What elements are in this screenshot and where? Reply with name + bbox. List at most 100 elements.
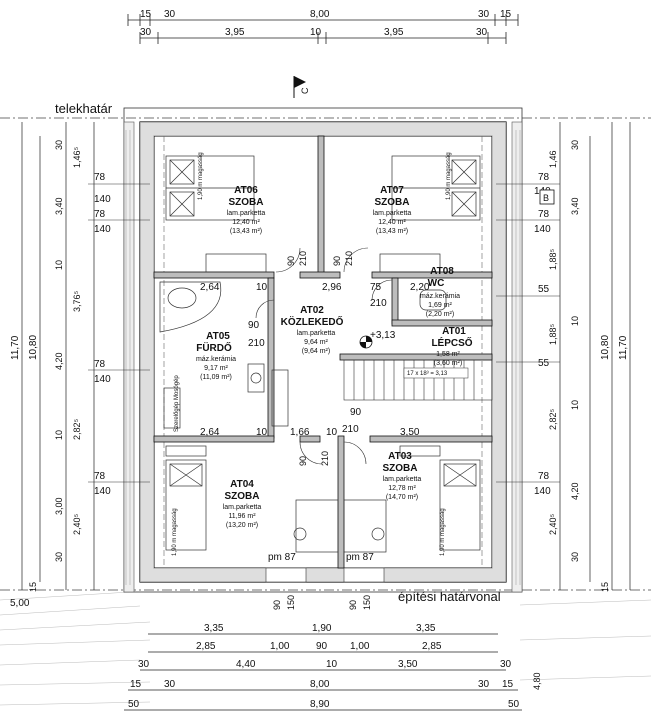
svg-text:11,96 m²: 11,96 m² <box>228 513 256 520</box>
svg-text:1,46: 1,46 <box>548 150 558 168</box>
svg-text:SZOBA: SZOBA <box>229 197 264 208</box>
left-window-leaders <box>88 183 150 483</box>
right-chain: 30 1,46 3,40 1,88⁵ 10 1,88⁵ 10 2,82⁵ 4,2… <box>548 140 610 592</box>
room-AT03: AT03 SZOBA lam.parketta 12,78 m² (14,70 … <box>383 451 422 501</box>
dim-top1-b: 30 <box>164 9 176 20</box>
svg-text:1,00: 1,00 <box>270 641 290 652</box>
svg-text:AT06: AT06 <box>234 185 258 196</box>
svg-text:KÖZLEKEDŐ: KÖZLEKEDŐ <box>281 315 344 328</box>
stair-note: 17 x 18³ = 3,13 <box>407 371 448 377</box>
stairs <box>343 359 493 401</box>
svg-text:1,90: 1,90 <box>312 623 332 634</box>
bottom-chain-1: 3,35 1,90 3,35 <box>204 623 436 634</box>
section-marker <box>539 189 555 205</box>
svg-text:4,20: 4,20 <box>570 482 580 500</box>
dim-top1-c: 8,00 <box>310 9 330 20</box>
svg-text:15: 15 <box>130 679 142 690</box>
svg-text:15: 15 <box>28 582 38 592</box>
dim-top1-d: 30 <box>478 9 490 20</box>
svg-text:(2,20 m²): (2,20 m²) <box>426 311 454 318</box>
room-AT07: AT07 SZOBA lam.parketta 12,40 m² (13,43 … <box>373 185 412 235</box>
svg-text:30: 30 <box>478 679 490 690</box>
svg-text:2,64: 2,64 <box>200 427 220 438</box>
svg-text:máz.kerámia: máz.kerámia <box>420 293 460 300</box>
interior-vertical-dims: 90 210 90 210 90 210 90 150 90 150 <box>272 251 372 610</box>
svg-text:78: 78 <box>94 471 106 482</box>
svg-text:(3,60 m²): (3,60 m²) <box>434 360 462 367</box>
svg-text:10: 10 <box>256 282 268 293</box>
top-dimension-chain-1 <box>127 14 519 26</box>
svg-text:2,20: 2,20 <box>410 282 430 293</box>
svg-text:90: 90 <box>332 256 342 266</box>
svg-text:lam.parketta: lam.parketta <box>227 210 266 217</box>
furniture-note: Szerelőgép Mosógép <box>174 375 180 432</box>
svg-text:1,69 m²: 1,69 m² <box>428 302 452 309</box>
svg-text:1,58 m²: 1,58 m² <box>436 351 460 358</box>
svg-text:4,40: 4,40 <box>236 659 256 670</box>
svg-text:50: 50 <box>508 699 520 710</box>
room-AT08: AT08 WC máz.kerámia 1,69 m² (2,20 m²) <box>420 266 460 318</box>
svg-text:78: 78 <box>94 359 106 370</box>
svg-text:1,66: 1,66 <box>290 427 310 438</box>
svg-text:78: 78 <box>538 471 550 482</box>
svg-text:2,40⁵: 2,40⁵ <box>72 513 82 535</box>
svg-text:(13,43 m²): (13,43 m²) <box>376 228 408 235</box>
dim-top2-c: 10 <box>310 27 322 38</box>
dim-top1-a: 15 <box>140 9 152 20</box>
bottom-chain-2: 2,85 1,00 90 1,00 2,85 <box>196 641 442 652</box>
svg-text:10: 10 <box>326 659 338 670</box>
svg-text:2,85: 2,85 <box>196 641 216 652</box>
dim-top2-a: 30 <box>140 27 152 38</box>
svg-text:AT03: AT03 <box>388 451 412 462</box>
svg-text:1,46⁵: 1,46⁵ <box>72 146 82 168</box>
room-AT06: AT06 SZOBA lam.parketta 12,40 m² (13,43 … <box>227 185 266 235</box>
eave-right <box>511 121 523 593</box>
svg-text:55: 55 <box>538 358 550 369</box>
level-label: +3,13 <box>370 330 396 341</box>
svg-text:210: 210 <box>370 298 387 309</box>
svg-text:140: 140 <box>94 194 111 205</box>
svg-text:12,40 m²: 12,40 m² <box>378 219 406 226</box>
svg-text:lam.parketta: lam.parketta <box>223 504 262 511</box>
svg-text:lam.parketta: lam.parketta <box>297 330 336 337</box>
svg-text:3,40: 3,40 <box>54 197 64 215</box>
svg-text:AT02: AT02 <box>300 305 324 316</box>
right-dim-lines <box>559 122 631 590</box>
level-marker <box>359 335 373 349</box>
svg-text:30: 30 <box>54 140 64 150</box>
svg-text:10: 10 <box>326 427 338 438</box>
svg-text:2,96: 2,96 <box>322 282 342 293</box>
svg-text:2,64: 2,64 <box>200 282 220 293</box>
section-label: B <box>543 193 549 203</box>
svg-text:1,00: 1,00 <box>350 641 370 652</box>
svg-text:30: 30 <box>500 659 512 670</box>
svg-text:15: 15 <box>600 582 610 592</box>
svg-text:2,85: 2,85 <box>422 641 442 652</box>
bath-fixtures <box>159 281 447 429</box>
door-swings <box>255 247 393 465</box>
left-total: 11,70 <box>10 335 21 360</box>
svg-text:140: 140 <box>94 224 111 235</box>
svg-text:2,82⁵: 2,82⁵ <box>72 418 82 440</box>
svg-text:SZOBA: SZOBA <box>225 491 260 502</box>
left-offset: 5,00 <box>10 598 30 609</box>
svg-text:30: 30 <box>570 140 580 150</box>
dim-top2-b: 3,95 <box>225 27 245 38</box>
dim-top1-e: 15 <box>500 9 512 20</box>
svg-text:210: 210 <box>298 251 308 266</box>
svg-text:(13,20 m²): (13,20 m²) <box>226 522 258 529</box>
room-AT01: AT01 LÉPCSŐ 1,58 m² (3,60 m²) <box>431 326 472 367</box>
svg-text:90: 90 <box>350 407 362 418</box>
bed-label-3: 1,90 m magasság <box>172 508 178 556</box>
svg-text:10: 10 <box>570 400 580 410</box>
svg-text:12,78 m²: 12,78 m² <box>388 485 416 492</box>
svg-text:3,35: 3,35 <box>416 623 436 634</box>
svg-text:210: 210 <box>320 451 330 466</box>
svg-text:10: 10 <box>570 316 580 326</box>
stair-note-box <box>403 367 469 379</box>
building-line-label: építési határvonal <box>398 589 501 604</box>
svg-text:30: 30 <box>164 679 176 690</box>
north-label: C <box>300 87 310 94</box>
svg-text:SZOBA: SZOBA <box>383 463 418 474</box>
